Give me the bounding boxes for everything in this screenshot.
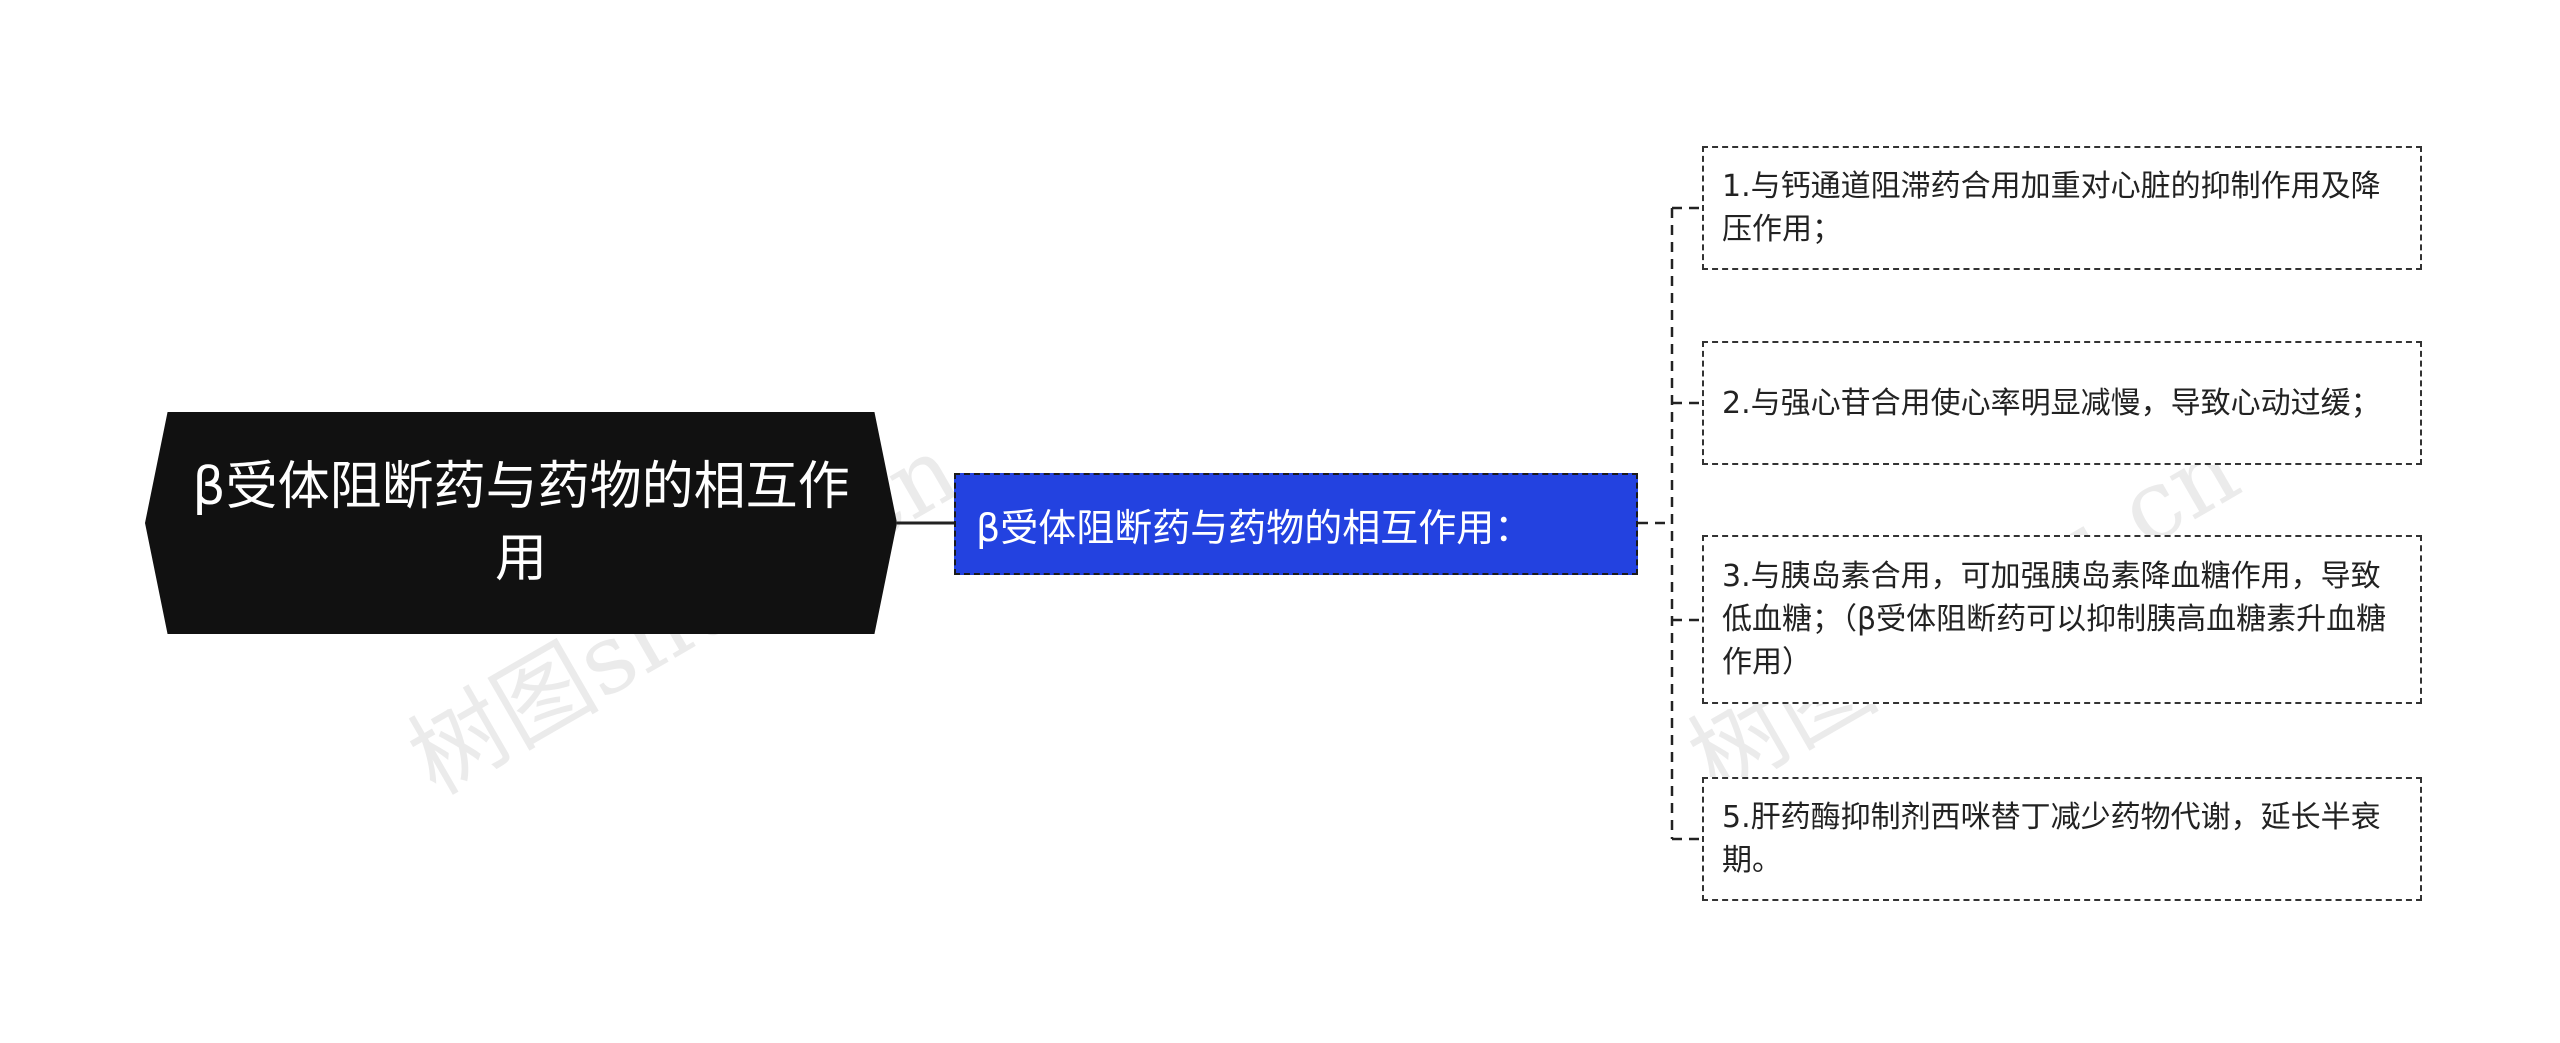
root-topic-label: β受体阻断药与药物的相互作用 bbox=[192, 457, 850, 589]
leaf-label-1: 1.与钙通道阻滞药合用加重对心脏的抑制作用及降压作用； bbox=[1722, 169, 2381, 247]
subtopic-node[interactable]: β受体阻断药与药物的相互作用： bbox=[954, 473, 1638, 575]
subtopic-label: β受体阻断药与药物的相互作用： bbox=[976, 505, 1533, 550]
leaf-label-3: 3.与胰岛素合用，可加强胰岛素降血糖作用，导致低血糖；（β受体阻断药可以抑制胰高… bbox=[1722, 559, 2387, 680]
leaf-node-1[interactable]: 1.与钙通道阻滞药合用加重对心脏的抑制作用及降压作用； bbox=[1702, 146, 2422, 270]
leaf-node-2[interactable]: 2.与强心苷合用使心率明显减慢，导致心动过缓； bbox=[1702, 341, 2422, 465]
leaf-node-4[interactable]: 5.肝药酶抑制剂西咪替丁减少药物代谢，延长半衰期。 bbox=[1702, 777, 2422, 901]
leaf-label-4: 5.肝药酶抑制剂西咪替丁减少药物代谢，延长半衰期。 bbox=[1722, 800, 2381, 878]
root-topic[interactable]: β受体阻断药与药物的相互作用 bbox=[145, 412, 897, 634]
leaf-label-2: 2.与强心苷合用使心率明显减慢，导致心动过缓； bbox=[1722, 385, 2381, 421]
leaf-node-3[interactable]: 3.与胰岛素合用，可加强胰岛素降血糖作用，导致低血糖；（β受体阻断药可以抑制胰高… bbox=[1702, 535, 2422, 704]
